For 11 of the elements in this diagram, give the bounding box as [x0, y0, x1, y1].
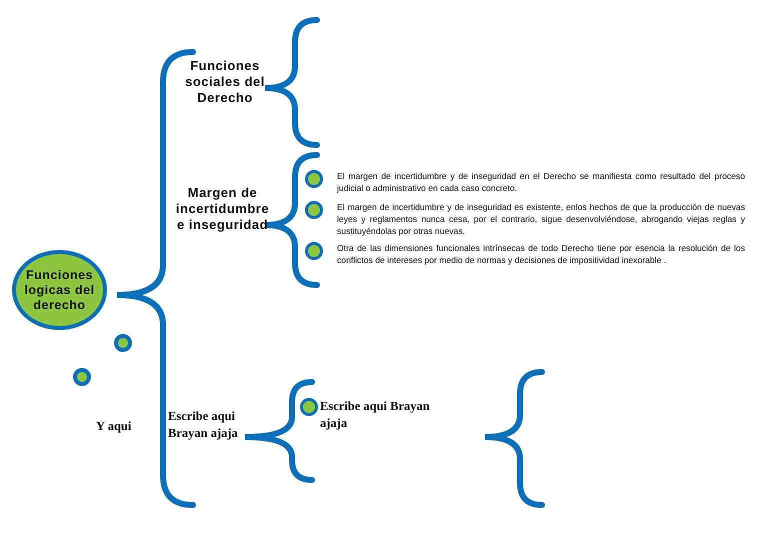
bullet-circle	[73, 368, 91, 386]
topic-label: Escribe aqui Brayan ajaja	[320, 398, 431, 432]
topic-label: Funciones sociales del Derecho	[184, 58, 266, 106]
topic-label: Escribe aqui Brayan ajaja	[168, 408, 239, 442]
description-text: El margen de incertidumbre y de inseguridad en el Derecho se manifiesta como resultado del proceso judicial o administrativo en cada caso concreto.	[337, 170, 745, 194]
description-text: El margen de incertidumbre y de inseguridad es existente, enlos hechos de que la producción de nuevas leyes y reglamentos nunca cesa, por el contrario, sigue desenvolviéndose, abrogando viejas reglas y sustituyéndolas por otras nuevas.	[337, 201, 745, 237]
bullet-circle	[114, 334, 132, 352]
description-text: Otra de las dimensiones funcionales intrínsecas de todo Derecho tiene por esencia la resolución de los conflictos de intereses por medio de normas y decisiones de impositividad inexorable .	[337, 242, 745, 266]
root-title: Funciones logicas del derecho	[23, 268, 96, 312]
note-label: Y aqui	[96, 418, 132, 435]
topic-label: Margen de incertidumbre e inseguridad	[174, 185, 270, 233]
